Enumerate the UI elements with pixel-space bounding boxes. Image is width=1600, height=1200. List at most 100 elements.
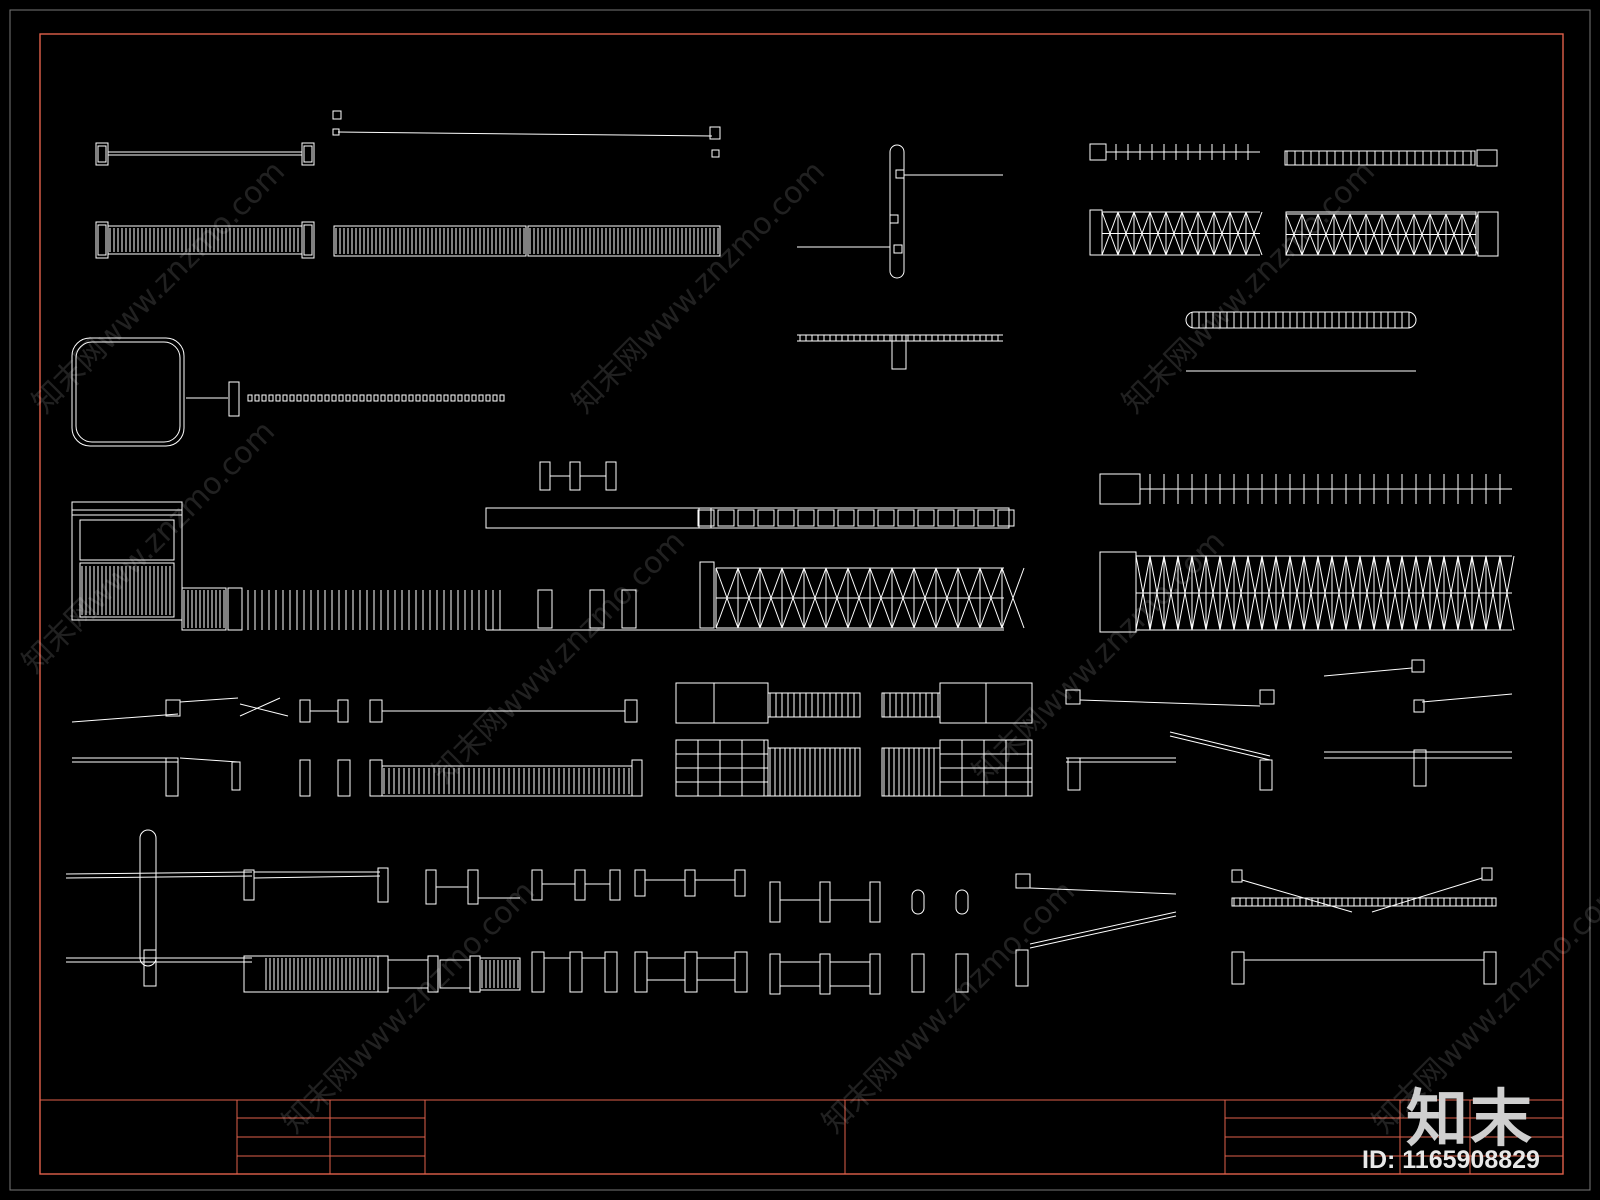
barrier-arm xyxy=(1079,699,1261,707)
hatch xyxy=(1231,897,1497,907)
track-segment xyxy=(837,509,855,527)
gate-track xyxy=(485,507,1010,529)
track-segment xyxy=(977,509,995,527)
gate-module xyxy=(696,957,736,981)
turnstile-post xyxy=(427,955,439,993)
gate-post xyxy=(303,145,313,163)
gate-post xyxy=(97,145,107,163)
chain-link xyxy=(422,394,428,402)
barrier-arm xyxy=(1029,911,1177,945)
tripod-arm xyxy=(239,697,281,717)
sliding-gate xyxy=(107,225,303,255)
chain-link xyxy=(247,394,253,402)
bollard xyxy=(955,953,969,993)
track-segment xyxy=(777,509,795,527)
turnstile-post xyxy=(231,761,241,791)
barrier-post xyxy=(1259,759,1273,791)
barrier-arm xyxy=(253,875,381,879)
chain-link xyxy=(429,394,435,402)
chain-link xyxy=(345,394,351,402)
track-segment xyxy=(937,509,955,527)
turnstile-post xyxy=(769,881,781,923)
track-segment xyxy=(857,509,875,527)
chain-link xyxy=(380,394,386,402)
turnstile-post xyxy=(734,869,746,897)
chain-link xyxy=(254,394,260,402)
chain-link xyxy=(471,394,477,402)
chain-link xyxy=(492,394,498,402)
sliding-gate xyxy=(181,587,227,631)
track-segment xyxy=(797,509,815,527)
chain-link xyxy=(317,394,323,402)
gate-post xyxy=(97,224,107,256)
gate-post xyxy=(227,587,243,631)
barrier-post xyxy=(1067,757,1081,791)
rolling-gate xyxy=(1185,311,1417,329)
barrier-post xyxy=(228,381,240,417)
gate-module xyxy=(779,961,821,987)
barrier-post xyxy=(1231,869,1243,883)
lattice-bar xyxy=(1001,567,1025,629)
turnstile-post xyxy=(299,759,311,797)
booth-window xyxy=(79,519,175,561)
barrier-arm xyxy=(179,697,239,703)
barrier-post xyxy=(1231,951,1245,985)
turnstile-post xyxy=(684,869,696,897)
sensor xyxy=(332,110,342,120)
chain-link xyxy=(499,394,505,402)
gate-post xyxy=(709,126,721,140)
turnstile-post xyxy=(531,869,543,901)
turnstile-post xyxy=(604,951,618,993)
chain-link xyxy=(443,394,449,402)
barrier-arm xyxy=(179,757,239,763)
chain-link xyxy=(338,394,344,402)
outer-border xyxy=(9,9,1591,1191)
barrier-arm xyxy=(1029,887,1177,895)
sensor xyxy=(711,149,720,158)
gate-module xyxy=(646,957,686,981)
sliding-gate xyxy=(479,957,521,991)
sensor xyxy=(889,214,899,224)
gate-post xyxy=(698,507,712,529)
barrier-post xyxy=(1481,867,1493,881)
barrier-post xyxy=(377,867,389,903)
barrier-post xyxy=(1413,699,1425,713)
track-segment xyxy=(697,509,715,527)
turnstile-post xyxy=(889,144,905,279)
barrier-post xyxy=(1411,659,1425,673)
barrier-post xyxy=(1483,951,1497,985)
bollard xyxy=(911,953,925,993)
barrier-arm xyxy=(1241,879,1353,913)
gate-module xyxy=(829,961,871,987)
turnstile-post xyxy=(139,829,157,967)
chain-link xyxy=(296,394,302,402)
turnstile-post xyxy=(609,869,621,901)
chain-link xyxy=(415,394,421,402)
turnstile-post xyxy=(621,589,637,629)
chain-link xyxy=(268,394,274,402)
chain-link xyxy=(352,394,358,402)
turnstile-post xyxy=(574,869,586,901)
chain-link xyxy=(331,394,337,402)
track-segment xyxy=(917,509,935,527)
motor-box xyxy=(699,561,715,629)
chain-link xyxy=(485,394,491,402)
sensor xyxy=(893,244,903,254)
chain-link xyxy=(282,394,288,402)
barrier-arm xyxy=(1323,667,1413,677)
guard-booth-roof xyxy=(71,509,183,516)
gate-post xyxy=(95,142,109,166)
chain-link xyxy=(464,394,470,402)
turnstile-post xyxy=(819,881,831,923)
chain-link xyxy=(324,394,330,402)
barrier-post xyxy=(243,869,255,901)
drawing-frame xyxy=(39,33,1564,1175)
chain-link xyxy=(387,394,393,402)
barrier-arm xyxy=(65,871,253,875)
barrier-arm xyxy=(65,875,253,879)
sliding-gate xyxy=(527,225,721,257)
guard-booth-plan xyxy=(75,341,181,443)
guard-booth-plan xyxy=(71,337,185,447)
